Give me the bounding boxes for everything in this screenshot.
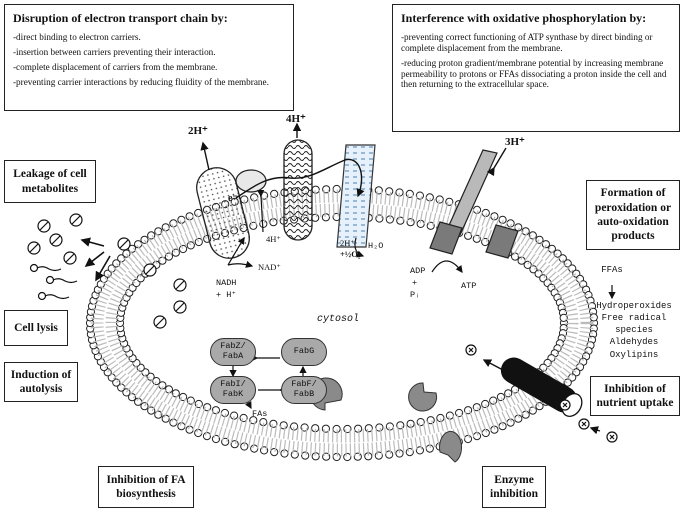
oxphos-box-title: Interference with oxidative phosphorylat… <box>401 11 647 25</box>
lipid-head <box>375 423 384 432</box>
complex-three <box>283 139 313 241</box>
lipid-head <box>186 241 195 250</box>
label-fas: FAs <box>252 409 268 419</box>
lipid-head <box>128 393 137 402</box>
etc-disruption-box: Disruption of electron transport chain b… <box>4 4 294 111</box>
label-electron: e⁻ <box>228 193 238 204</box>
lipid-head <box>230 440 239 449</box>
lipid-head <box>250 444 259 453</box>
label-nadh-h: + H⁺ <box>216 290 237 300</box>
oxphos-item: -preventing correct functioning of ATP s… <box>401 32 653 53</box>
label-nad: NAD⁺ <box>258 262 281 272</box>
nutrients <box>465 344 618 443</box>
leaked-lipids <box>29 263 78 301</box>
etc-item: -complete displacement of carriers from … <box>13 61 218 72</box>
label-lysis: Cell lysis <box>4 310 68 346</box>
lipid-head <box>270 189 279 198</box>
ffa-product-item: species <box>615 325 653 336</box>
lipid-tails-inner <box>105 203 579 443</box>
label-adp-plus: + <box>412 278 418 288</box>
lipid-head <box>563 378 572 387</box>
lipid-head <box>179 244 188 254</box>
lipid-head <box>385 215 394 224</box>
lipid-head <box>481 399 490 409</box>
lipid-head <box>140 235 149 244</box>
lipid-head <box>435 195 444 204</box>
electron-path <box>235 158 365 199</box>
atp-synthase <box>429 149 519 259</box>
label-leakage: Leakage of cell metabolites <box>4 160 96 203</box>
lipid-head <box>589 313 598 322</box>
lipid-head <box>301 451 310 460</box>
ffa-product-item: Free radical <box>601 313 667 324</box>
outer-lipid-heads <box>85 184 599 462</box>
ffa-product-item: Oxylipins <box>609 349 659 360</box>
leaked-molecules <box>27 213 83 265</box>
enzyme-fabf: FabF/ FabB <box>281 376 327 404</box>
lipid-head <box>279 421 288 430</box>
lipid-head <box>489 396 498 405</box>
lipid-head <box>385 450 394 459</box>
lipid-head <box>290 422 299 431</box>
label-4h: 4H⁺ <box>286 113 306 125</box>
label-enzyme-inhibition: Enzyme inhibition <box>482 466 546 508</box>
etc-item: -preventing carrier interactions by redu… <box>13 76 269 87</box>
label-nadh: NADH <box>216 278 237 288</box>
label-2h: 2H⁺ <box>188 125 208 137</box>
ffa-head: FFAs <box>601 265 623 275</box>
lipid-head <box>230 411 239 420</box>
lipid-head <box>332 184 341 194</box>
complex-one <box>196 167 250 259</box>
lipid-head <box>496 392 505 402</box>
label-adp: ADP <box>410 266 426 276</box>
label-peroxidation: Formation of peroxidation or auto-oxidat… <box>586 180 680 250</box>
label-pi: Pᵢ <box>410 290 421 300</box>
leakage-arrows <box>80 237 111 282</box>
oxphos-interference-box: Interference with oxidative phosphorylat… <box>392 4 680 132</box>
enzyme-fabz: FabZ/ FabA <box>210 338 256 366</box>
ffa-product-item: Hydroperoxides <box>596 301 672 311</box>
lipid-head <box>140 402 149 411</box>
lipid-head <box>146 372 155 381</box>
etc-item: -insertion between carriers preventing t… <box>13 46 216 57</box>
label-3h: 3H⁺ <box>505 136 525 148</box>
lipid-head <box>396 216 405 225</box>
oxphos-item: -reducing proton gradient/membrane poten… <box>401 57 667 90</box>
lipid-head <box>529 265 538 274</box>
ffa-molecules <box>117 237 187 329</box>
label-nutrient-uptake: Inhibition of nutrient uptake <box>590 376 680 416</box>
label-autolysis: Induction of autolysis <box>4 362 78 402</box>
lipid-head <box>343 452 352 462</box>
complex-four <box>336 144 376 248</box>
label-atp: ATP <box>461 281 477 291</box>
lipid-head <box>250 193 259 202</box>
label-cytosol: cytosol <box>317 314 360 325</box>
label-fa-biosynthesis: Inhibition of FA biosynthesis <box>98 466 194 508</box>
label-half-o2: +½O₂ <box>340 249 361 259</box>
etc-box-title: Disruption of electron transport chain b… <box>13 11 228 25</box>
atp-arrow <box>431 260 463 273</box>
arrow-3h <box>486 147 507 177</box>
enzyme-fabi: FabI/ FabK <box>210 376 256 404</box>
ffa-product-item: Aldehydes <box>609 337 659 348</box>
lipid-head <box>528 406 537 415</box>
arrow-2h <box>200 141 210 171</box>
lipid-head <box>528 231 537 240</box>
lipid-head <box>385 422 394 431</box>
lipid-head <box>194 237 203 247</box>
lipid-head <box>311 452 320 461</box>
enzyme-fabg: FabG <box>281 338 327 366</box>
ffa-products: Hydroperoxides Free radical species Alde… <box>584 300 684 361</box>
label-4h-small: 4H⁺ <box>266 234 281 244</box>
label-h2o: H₂O <box>368 241 384 251</box>
label-2h-small: 2H⁺ <box>340 238 355 248</box>
lipid-head <box>270 448 279 457</box>
etc-item: -direct binding to electron carriers. <box>13 32 141 42</box>
